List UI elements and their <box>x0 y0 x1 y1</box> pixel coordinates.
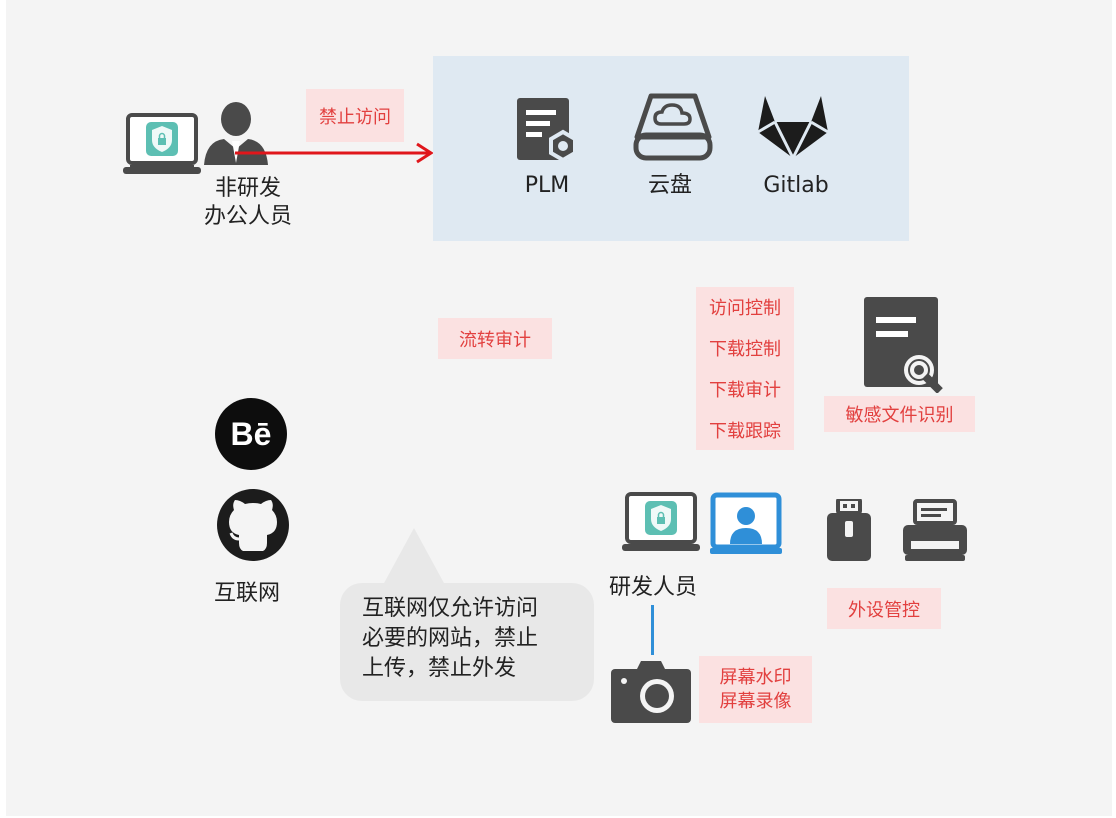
rd-staff-label: 研发人员 <box>608 575 697 600</box>
internet-policy-text: 互联网仅允许访问 必要的网站，禁止 上传，禁止外发 <box>362 594 577 684</box>
peripheral-control-tag: 外设管控 <box>827 588 941 629</box>
control-item: 下载审计 <box>709 379 781 401</box>
system-label-cloud-drive: 云盘 <box>647 173 692 198</box>
rd-camera-connector <box>651 605 654 655</box>
screen-protection-tag: 屏幕水印 屏幕录像 <box>699 656 812 723</box>
policy-line: 上传，禁止外发 <box>362 656 517 681</box>
flow-audit-tag: 流转审计 <box>438 318 552 359</box>
svg-text:Bē: Bē <box>231 416 272 452</box>
behance-icon: Bē <box>215 398 287 470</box>
non-rd-staff-label-line1: 非研发 <box>214 176 281 201</box>
control-list-tag: 访问控制 下载控制 下载审计 下载跟踪 <box>696 287 794 450</box>
document-search-icon <box>864 297 943 393</box>
screen-recording-label: 屏幕录像 <box>719 690 792 712</box>
camera-icon <box>611 661 691 723</box>
non-rd-staff-label-line2: 办公人员 <box>203 204 292 229</box>
deny-access-tag: 禁止访问 <box>306 89 404 142</box>
policy-line: 必要的网站，禁止 <box>362 626 539 651</box>
system-label-plm: PLM <box>524 173 570 198</box>
deny-arrow <box>235 142 434 164</box>
protected-systems-box <box>433 56 909 241</box>
screen-watermark-label: 屏幕水印 <box>719 666 792 688</box>
policy-line: 互联网仅允许访问 <box>362 596 539 621</box>
internet-label: 互联网 <box>213 581 280 606</box>
laptop-shield-icon <box>123 113 201 174</box>
remote-desktop-user-icon <box>710 492 782 554</box>
cloud-drive-icon <box>633 93 713 161</box>
sensitive-file-tag: 敏感文件识别 <box>824 396 975 432</box>
plm-document-icon <box>517 98 577 162</box>
control-item: 访问控制 <box>709 298 781 320</box>
rd-laptop-shield-icon <box>622 492 700 551</box>
internet-policy-bubble <box>340 583 594 701</box>
usb-drive-icon <box>827 499 871 561</box>
control-item: 下载跟踪 <box>709 420 781 442</box>
github-icon <box>217 489 289 561</box>
control-item: 下载控制 <box>709 339 781 361</box>
system-label-gitlab: Gitlab <box>763 173 829 198</box>
non-rd-staff-label: 非研发 办公人员 <box>196 175 300 231</box>
gitlab-icon <box>757 96 829 160</box>
printer-icon <box>903 499 967 561</box>
speech-bubble-tail <box>383 528 445 585</box>
